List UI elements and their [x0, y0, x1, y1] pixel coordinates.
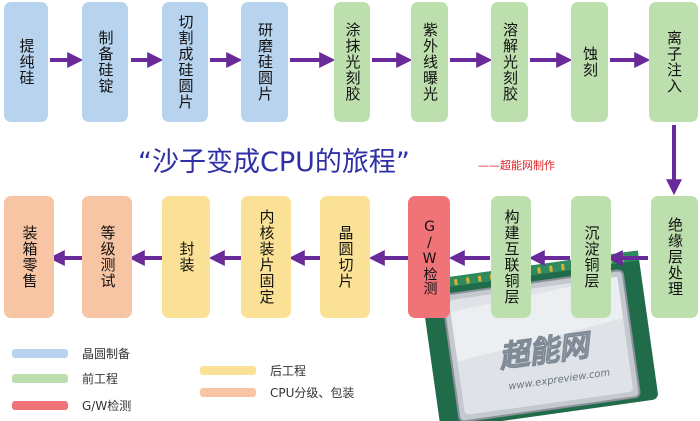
step-label: 研磨硅圆片: [256, 22, 274, 102]
legend-swatch: [200, 366, 256, 375]
legend-label: 晶圆制备: [82, 347, 131, 361]
legend-label: G/W检测: [82, 399, 132, 413]
step-label: 离子注入: [665, 30, 683, 94]
step-label: 等级测试: [98, 225, 117, 289]
step-box-18: 装箱零售: [4, 196, 54, 318]
author-credit: ——超能网制作: [478, 159, 555, 172]
legend-swatch: [12, 374, 68, 383]
step-label: 溶解光刻胶: [501, 22, 519, 102]
step-label: 装箱零售: [20, 225, 39, 289]
legend-label: 后工程: [270, 364, 307, 378]
legend-item-pack: CPU分级、包装: [200, 384, 354, 401]
step-box-15: 内核装片固定: [241, 196, 291, 318]
step-label: 制备硅锭: [96, 30, 115, 94]
step-box-17: 等级测试: [82, 196, 132, 318]
diagram-title: “沙子变成CPU的旅程”: [138, 147, 410, 178]
legend-label: CPU分级、包装: [270, 386, 355, 400]
step-box-9: 离子注入: [649, 2, 698, 122]
step-box-3: 切割成硅圆片: [162, 2, 208, 122]
step-box-8: 蚀刻: [571, 2, 608, 122]
step-box-12: 构建互联铜层: [491, 196, 531, 318]
legend-item-back: 后工程: [200, 362, 306, 379]
legend-swatch: [200, 388, 256, 397]
step-label: 涂抹光刻胶: [343, 22, 362, 102]
step-box-11: 沉淀铜层: [571, 196, 611, 318]
legend-item-front: 前工程: [12, 370, 118, 387]
step-box-7: 溶解光刻胶: [491, 2, 528, 122]
legend-swatch: [12, 349, 68, 358]
watermark-brand: 超能网: [496, 328, 595, 376]
step-box-1: 提纯硅: [4, 2, 48, 122]
step-box-6: 紫外线曝光: [411, 2, 448, 122]
step-box-16: 封装: [162, 196, 210, 318]
legend-item-gw: G/W检测: [12, 397, 131, 414]
step-label: 内核装片固定: [257, 209, 276, 305]
step-box-14: 晶圆切片: [320, 196, 370, 318]
step-label: 绝缘层处理: [666, 217, 684, 297]
step-label: 紫外线曝光: [421, 22, 439, 102]
legend-swatch: [12, 401, 68, 410]
step-label: 封装: [177, 241, 196, 273]
step-box-13: G/W检测: [408, 196, 450, 318]
step-label: 切割成硅圆片: [176, 14, 195, 110]
step-box-10: 绝缘层处理: [651, 196, 698, 318]
step-box-4: 研磨硅圆片: [241, 2, 288, 122]
step-box-2: 制备硅锭: [82, 2, 128, 122]
step-label: G/W检测: [421, 219, 438, 295]
step-box-5: 涂抹光刻胶: [334, 2, 370, 122]
step-label: 蚀刻: [581, 46, 599, 78]
step-label: 构建互联铜层: [502, 209, 521, 305]
legend-label: 前工程: [82, 372, 119, 386]
step-label: 提纯硅: [17, 38, 36, 86]
step-label: 晶圆切片: [336, 225, 355, 289]
step-label: 沉淀铜层: [582, 225, 601, 289]
legend-item-wafer: 晶圆制备: [12, 345, 130, 362]
